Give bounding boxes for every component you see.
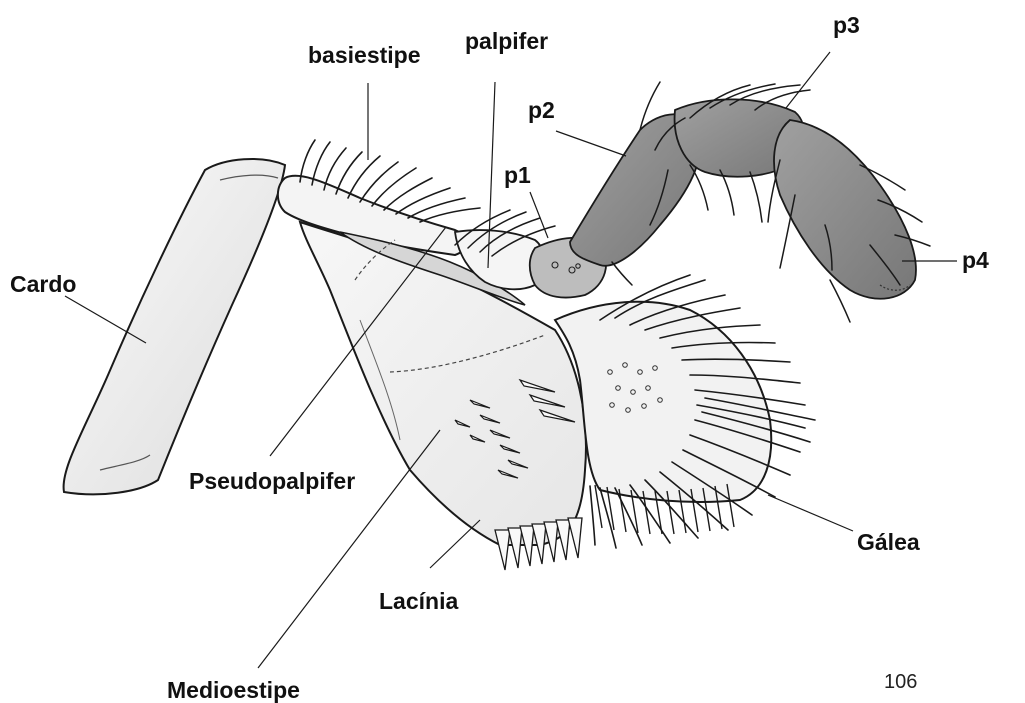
leader-p2: [556, 131, 626, 156]
leader-p3: [786, 52, 830, 108]
cardo-shape: [64, 159, 285, 494]
label-basiestipe: basiestipe: [308, 44, 421, 67]
label-cardo: Cardo: [10, 273, 76, 296]
label-galea: Gálea: [857, 531, 920, 554]
galea-shape: [555, 302, 771, 502]
leader-galea: [768, 495, 853, 531]
label-p2: p2: [528, 99, 555, 122]
leader-medioestipe: [258, 430, 440, 668]
label-p4: p4: [962, 249, 989, 272]
label-p3: p3: [833, 14, 860, 37]
label-pseudopalpifer: Pseudopalpifer: [189, 470, 355, 493]
label-p1: p1: [504, 164, 531, 187]
label-lacinia: Lacínia: [379, 590, 458, 613]
leader-lacinia: [430, 520, 480, 568]
label-medioestipe: Medioestipe: [167, 679, 300, 702]
palp-segment-p4: [774, 120, 916, 299]
label-palpifer: palpifer: [465, 30, 548, 53]
page-number: 106: [884, 672, 917, 692]
